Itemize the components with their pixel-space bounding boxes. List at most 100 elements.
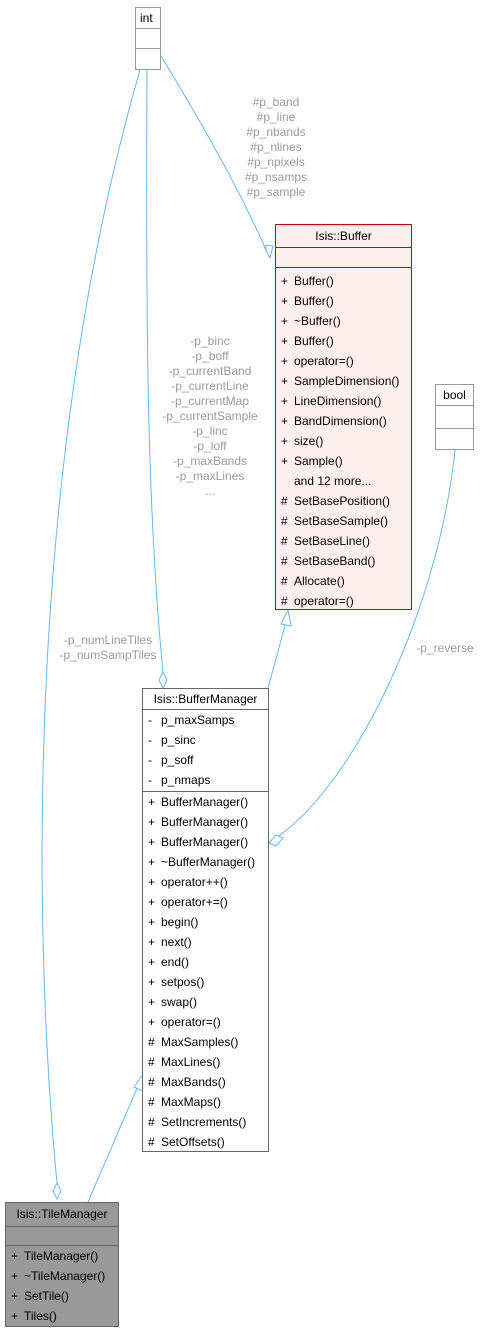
edge-int-to-buffer-manager [146, 69, 164, 673]
buffer-manager-method-operator[interactable]: +operator=() [143, 1012, 268, 1032]
member-name: SetBaseLine() [294, 534, 371, 548]
class-buffer-manager-title: Isis::BufferManager [143, 689, 268, 710]
member-name: next() [161, 935, 192, 949]
tile-manager-method-settile[interactable]: + SetTile() [6, 1286, 118, 1306]
buffer-manager-method-setpos[interactable]: +setpos() [143, 972, 268, 992]
tile-manager-method-tilemanager[interactable]: +TileManager() [6, 1246, 118, 1266]
buffer-manager-method-end[interactable]: +end() [143, 952, 268, 972]
edge-inheritance-tile-manager [87, 1085, 139, 1203]
buffer-method-and-12-more[interactable]: and 12 more... [276, 471, 411, 491]
buffer-manager-method-maxsamples[interactable]: #MaxSamples() [143, 1032, 268, 1052]
class-isis-buffer-manager[interactable]: Isis::BufferManager -p_maxSamps-p_sinc-p… [142, 688, 269, 1152]
member-name: ~BufferManager() [161, 855, 256, 869]
member-name: p_soff [161, 753, 194, 767]
buffer-manager-method-buffermanager[interactable]: +~BufferManager() [143, 852, 268, 872]
buffer-manager-method-maxmaps[interactable]: #MaxMaps() [143, 1092, 268, 1112]
member-name: SetBaseBand() [294, 554, 376, 568]
member-name: begin() [161, 915, 199, 929]
visibility-marker: + [281, 374, 289, 388]
buffer-manager-method-begin[interactable]: +begin() [143, 912, 268, 932]
buffer-method-setbaseline[interactable]: # SetBaseLine() [276, 531, 411, 551]
buffer-method-buffer[interactable]: +Buffer() [276, 271, 411, 291]
edge-label-p-line: #p_line [256, 110, 296, 124]
member-name: BufferManager() [161, 795, 249, 809]
buffer-manager-method-buffermanager[interactable]: +BufferManager() [143, 832, 268, 852]
visibility-marker: + [11, 1289, 19, 1303]
edge-label-p-boff: -p_boff [191, 349, 229, 363]
tile-manager-method-tilemanager[interactable]: +~TileManager() [6, 1266, 118, 1286]
member-name: p_sinc [161, 733, 196, 747]
buffer-manager-attribute-p-nmaps[interactable]: -p_nmaps [143, 770, 268, 790]
buffer-manager-attribute-p-sinc[interactable]: -p_sinc [143, 730, 268, 750]
member-name: setpos() [161, 975, 205, 989]
buffer-manager-method-setincrements[interactable]: #SetIncrements() [143, 1112, 268, 1132]
inheritance-arrow-buffer [280, 608, 292, 627]
buffer-method-setbaseposition[interactable]: #SetBasePosition() [276, 491, 411, 511]
edge-label-p-nbands: #p_nbands [246, 125, 306, 139]
member-name: ~TileManager() [24, 1269, 106, 1283]
member-name: Buffer() [294, 274, 334, 288]
buffer-method-sampledimension[interactable]: +SampleDimension() [276, 371, 411, 391]
visibility-marker: + [148, 955, 156, 969]
buffer-method-size[interactable]: +size() [276, 431, 411, 451]
visibility-marker: - [148, 733, 152, 747]
edge-label-p-numlinetiles: -p_numLineTiles [63, 633, 153, 647]
buffer-manager-method-buffermanager[interactable]: +BufferManager() [143, 792, 268, 812]
edge-label-p-maxbands: -p_maxBands [172, 454, 248, 468]
tile-manager-method-tiles[interactable]: +Tiles() [6, 1306, 118, 1326]
edge-label-p-nsamps: #p_nsamps [244, 170, 308, 184]
class-isis-buffer[interactable]: Isis::Buffer +Buffer()+Buffer()+~Buffer(… [275, 224, 412, 610]
buffer-manager-method-maxbands[interactable]: #MaxBands() [143, 1072, 268, 1092]
buffer-manager-method-operator[interactable]: +operator+=() [143, 892, 268, 912]
class-buffer-attributes [276, 248, 411, 268]
visibility-marker: + [281, 454, 289, 468]
edge-bool-to-buffer-manager [275, 449, 456, 839]
buffer-manager-method-buffermanager[interactable]: +BufferManager() [143, 812, 268, 832]
edge-label-p-npixels: #p_npixels [247, 155, 305, 169]
buffer-manager-method-maxlines[interactable]: #MaxLines() [143, 1052, 268, 1072]
buffer-manager-attribute-p-maxsamps[interactable]: -p_maxSamps [143, 710, 268, 730]
buffer-method-operator[interactable]: +operator=() [276, 351, 411, 371]
visibility-marker: + [281, 294, 289, 308]
buffer-method-buffer[interactable]: + Buffer() [276, 291, 411, 311]
visibility-marker: - [148, 773, 152, 787]
member-name: p_nmaps [161, 773, 211, 787]
buffer-manager-attribute-p-soff[interactable]: -p_soff [143, 750, 268, 770]
edge-label-p-nlines: #p_nlines [250, 140, 302, 154]
visibility-marker: + [281, 434, 289, 448]
edge-label-p-reverse: -p_reverse [416, 641, 474, 655]
buffer-method-buffer[interactable]: +Buffer() [276, 331, 411, 351]
visibility-marker: - [148, 753, 152, 767]
buffer-method-banddimension[interactable]: +BandDimension() [276, 411, 411, 431]
buffer-method-buffer[interactable]: +~Buffer() [276, 311, 411, 331]
buffer-manager-method-setoffsets[interactable]: #SetOffsets() [143, 1132, 268, 1152]
edge-label-p-binc: -p_binc [190, 334, 230, 348]
buffer-manager-method-operator[interactable]: +operator++() [143, 872, 268, 892]
member-name: Sample() [294, 454, 343, 468]
edge-labels-bool-buffer-manager: -p_reverse [410, 641, 480, 656]
class-tile-manager-methods: +TileManager()+~TileManager()+SetTile()+… [6, 1246, 118, 1326]
class-bool[interactable]: bool [435, 384, 474, 450]
buffer-method-setbasesample[interactable]: #SetBaseSample() [276, 511, 411, 531]
class-isis-tile-manager[interactable]: Isis::TileManager +TileManager()+~TileMa… [5, 1202, 119, 1327]
visibility-marker: + [11, 1249, 19, 1263]
edge-inheritance-buffer-manager [267, 621, 287, 689]
class-tile-manager-title: Isis::TileManager [6, 1203, 118, 1227]
edge-label-p-currentmap: -p_currentMap [170, 394, 250, 408]
buffer-manager-method-next[interactable]: +next() [143, 932, 268, 952]
buffer-method-linedimension[interactable]: +LineDimension() [276, 391, 411, 411]
visibility-marker: # [281, 594, 288, 608]
buffer-method-setbaseband[interactable]: #SetBaseBand() [276, 551, 411, 571]
visibility-marker: # [148, 1075, 155, 1089]
visibility-marker: + [148, 895, 156, 909]
visibility-marker: + [148, 995, 156, 1009]
visibility-marker: # [281, 534, 288, 548]
buffer-method-operator[interactable]: #operator=() [276, 591, 411, 611]
buffer-method-sample[interactable]: + Sample() [276, 451, 411, 471]
buffer-method-allocate[interactable]: #Allocate() [276, 571, 411, 591]
member-name: SetTile() [24, 1289, 69, 1303]
class-int[interactable]: int [135, 7, 161, 70]
buffer-manager-method-swap[interactable]: +swap() [143, 992, 268, 1012]
member-name: Buffer() [294, 294, 334, 308]
edge-labels-int-buffer: #p_band#p_line#p_nbands#p_nlines#p_npixe… [226, 95, 326, 200]
